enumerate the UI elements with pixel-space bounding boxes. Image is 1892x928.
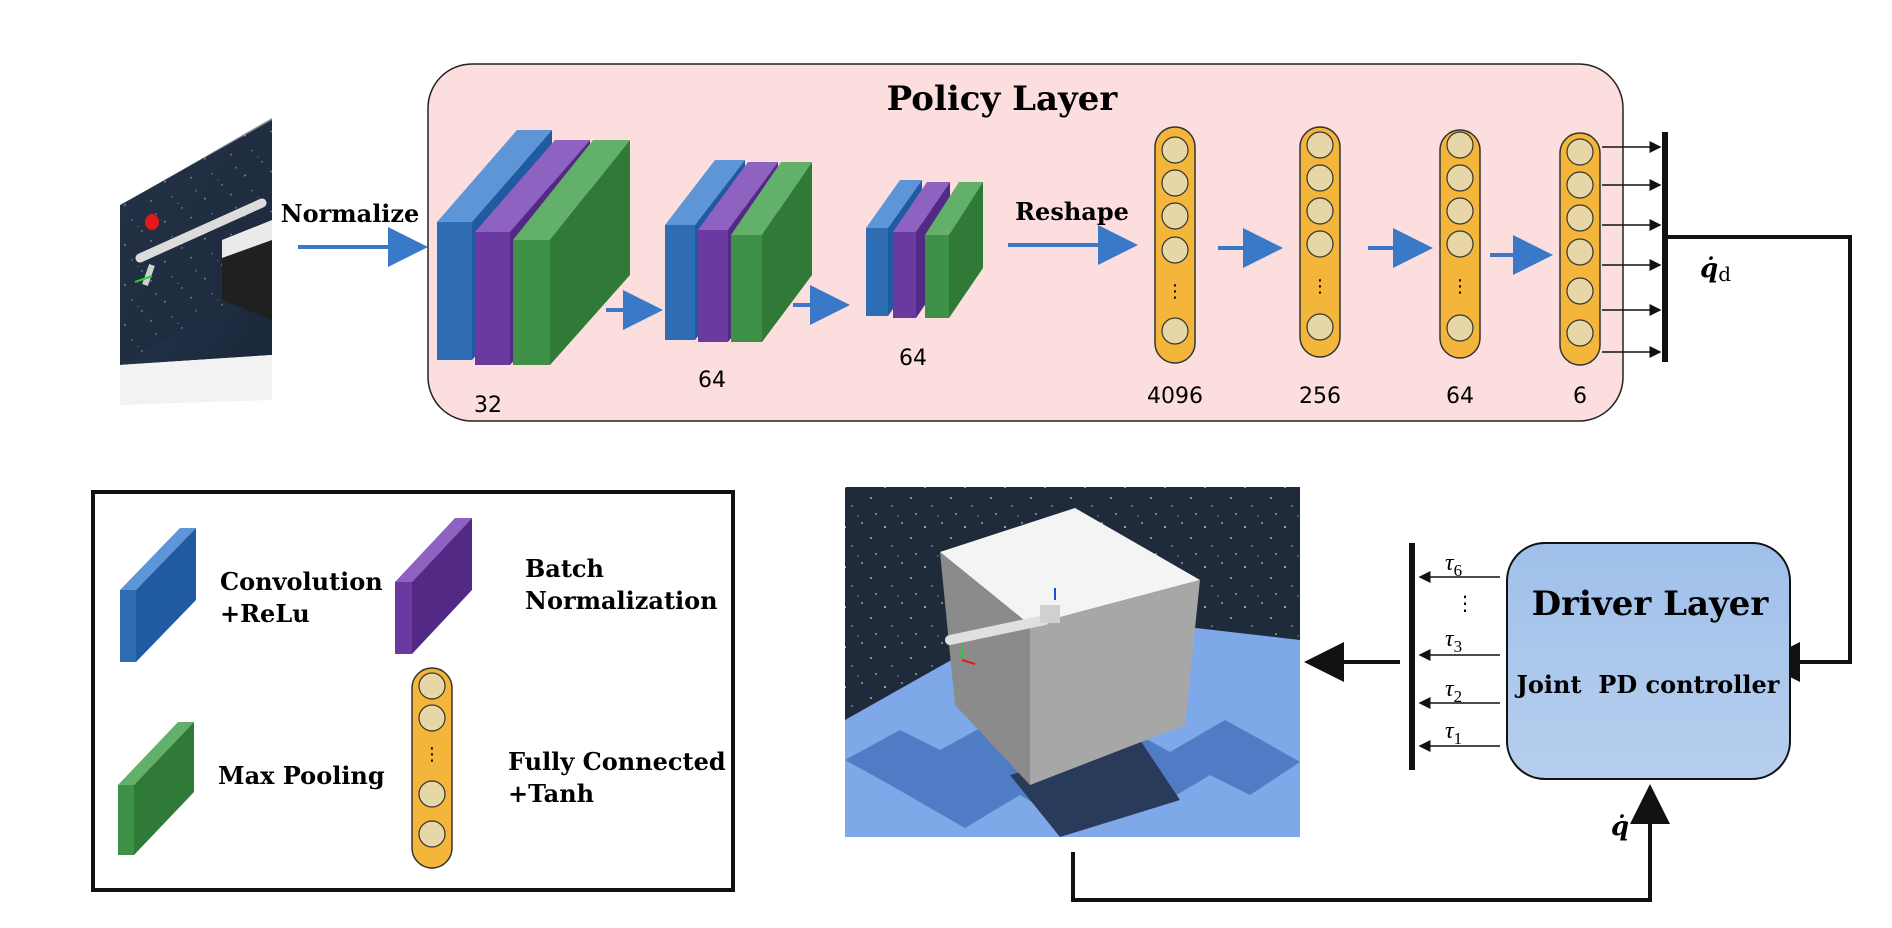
fc-3-label: 64 (1446, 384, 1474, 409)
qd-label: q̇d (1700, 254, 1731, 286)
conv-3-label: 64 (899, 346, 927, 371)
simulation-scene-icon (845, 487, 1300, 837)
svg-text:⋮: ⋮ (1451, 276, 1469, 297)
torque-arrows (1418, 571, 1500, 752)
fc-layer-4 (1559, 132, 1601, 366)
conv-block-2 (665, 160, 812, 342)
normalize-label: Normalize (281, 199, 420, 228)
tau-2-label: τ2 (1445, 676, 1462, 706)
svg-text:⋮: ⋮ (1311, 276, 1329, 297)
fc-layer-1: ⋮ (1154, 126, 1196, 364)
output-arrows (1602, 141, 1662, 358)
conv-block-1 (437, 130, 630, 365)
legend-pool-label: Max Pooling (218, 761, 385, 790)
legend-conv-icon (120, 528, 196, 662)
fc-4-label: 6 (1573, 384, 1587, 409)
legend-conv-label: Convolution+ReLu (220, 567, 383, 628)
robot-arm-scene-icon (120, 117, 272, 405)
tau-ellipsis: ⋮ (1455, 591, 1475, 615)
conv-2-label: 64 (698, 368, 726, 393)
driver-layer-subtitle: Joint PD controller (1515, 670, 1780, 699)
fc-1-label: 4096 (1147, 384, 1203, 409)
conv-1-label: 32 (474, 393, 502, 418)
fc-layer-3: ⋮ (1439, 129, 1481, 359)
tau-6-label: τ6 (1445, 550, 1462, 580)
legend-batch-icon (395, 518, 472, 654)
conv-block-3 (866, 180, 983, 318)
policy-to-driver-connector (1665, 235, 1852, 682)
feedback-q-label: q̇ (1611, 812, 1629, 842)
legend-fc-icon: ⋮ (411, 667, 453, 869)
legend-pool-icon (118, 722, 194, 855)
driver-layer-box (1506, 542, 1791, 780)
policy-layer-title: Policy Layer (887, 79, 1119, 119)
tau-1-label: τ1 (1445, 718, 1462, 748)
fc-2-label: 256 (1299, 384, 1341, 409)
svg-text:⋮: ⋮ (1166, 281, 1184, 302)
reshape-label: Reshape (1015, 197, 1129, 226)
driver-layer-title: Driver Layer (1532, 584, 1770, 624)
svg-text:⋮: ⋮ (423, 744, 441, 765)
tau-3-label: τ3 (1445, 626, 1462, 656)
feedback-connector (1071, 784, 1670, 902)
legend-fc-label: Fully Connected+Tanh (508, 747, 726, 808)
fc-layer-2: ⋮ (1299, 126, 1341, 358)
